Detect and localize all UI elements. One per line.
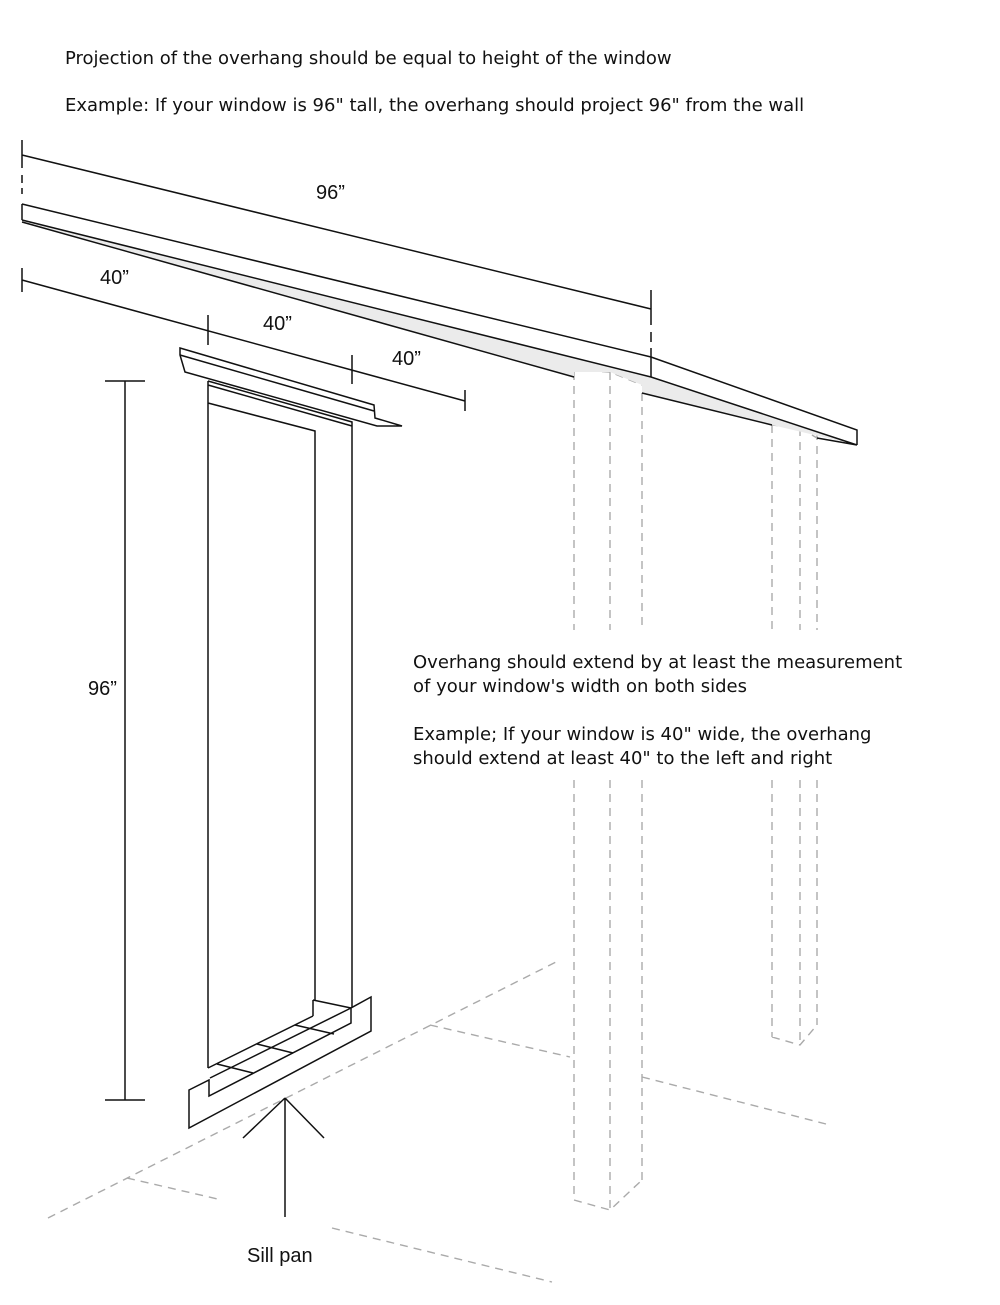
extension-rule-line1: Overhang should extend by at least the m… — [413, 652, 902, 673]
window-height-label: 96” — [88, 678, 117, 700]
projection-rule-text: Projection of the overhang should be equ… — [65, 48, 672, 69]
projection-example-text: Example: If your window is 96" tall, the… — [65, 95, 804, 116]
extension-rule-line2: of your window's width on both sides — [413, 676, 747, 697]
overhang-roof — [21, 203, 858, 446]
right-extension-label: 40” — [392, 348, 421, 370]
height-dimension: 96” — [88, 380, 145, 1101]
sill-pan-arrow-icon — [242, 1097, 325, 1217]
width-dimensions: 40” 40” 40” — [21, 267, 466, 411]
projection-dimension: 96” — [21, 140, 652, 377]
hidden-post-right — [771, 424, 818, 1046]
extension-example-line1: Example; If your window is 40" wide, the… — [413, 724, 871, 745]
window-frame — [207, 380, 353, 1068]
extension-example-line2: should extend at least 40" to the left a… — [413, 748, 832, 769]
left-extension-label: 40” — [100, 267, 129, 289]
window-width-label: 40” — [263, 313, 292, 335]
hidden-post-left — [573, 369, 643, 1211]
floor-lines — [47, 959, 827, 1283]
sill-pan — [188, 995, 372, 1130]
sill-pan-label: Sill pan — [247, 1245, 313, 1267]
projection-dimension-label: 96” — [316, 182, 345, 204]
head-flashing — [179, 346, 403, 427]
